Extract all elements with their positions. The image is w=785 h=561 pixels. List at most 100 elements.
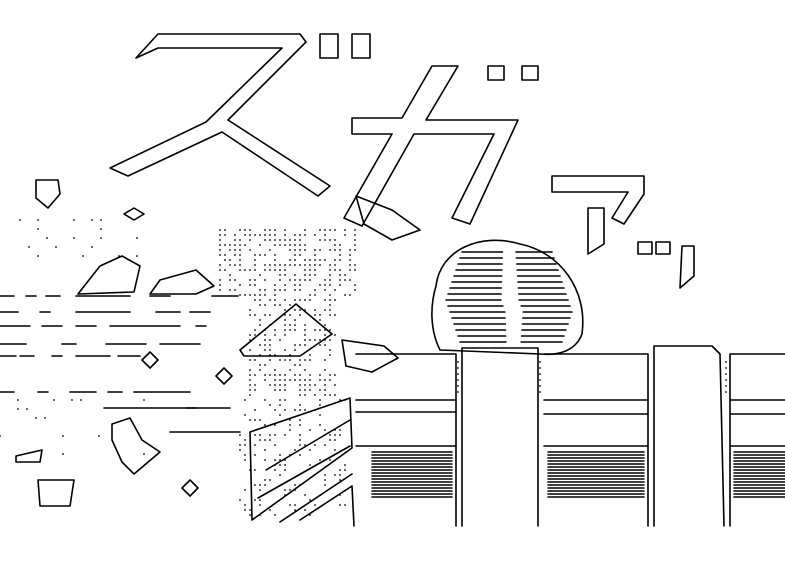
shade-dot (249, 349, 251, 351)
shade-dot (259, 234, 261, 236)
shade-dot (284, 434, 286, 436)
shade-dot (284, 284, 286, 286)
shade-dot (264, 374, 266, 376)
shade-dot (299, 234, 301, 236)
wall-edge-dot (725, 379, 727, 381)
shade-dot (264, 364, 266, 366)
shade-dot (229, 249, 231, 251)
shade-dot (224, 254, 226, 256)
shade-dot (329, 264, 331, 266)
shade-dot (294, 324, 296, 326)
shade-dot (219, 239, 221, 241)
shade-dot (324, 344, 326, 346)
wall-edge-dot (725, 385, 727, 387)
shade-dot (284, 349, 286, 351)
shade-dot (279, 264, 281, 266)
shade-dot (299, 289, 301, 291)
shade-dot (19, 219, 21, 221)
shade-dot (274, 264, 276, 266)
shade-dot (254, 334, 256, 336)
shade-dot (329, 434, 331, 436)
shade-dot (254, 329, 256, 331)
debris-shard (15, 449, 43, 463)
shade-dot (274, 334, 276, 336)
shade-dot (254, 254, 256, 256)
shade-dot (334, 384, 336, 386)
shade-dot (299, 454, 301, 456)
shade-dot (82, 255, 84, 257)
shade-dot (254, 389, 256, 391)
shade-dot (229, 289, 231, 291)
shade-dot (234, 254, 236, 256)
shade-dot (349, 259, 351, 261)
wall-hatching (371, 361, 785, 498)
shade-dot (234, 289, 236, 291)
shade-dot (274, 234, 276, 236)
shade-dot (284, 269, 286, 271)
shade-dot (339, 469, 341, 471)
shade-dot (244, 459, 246, 461)
shade-dot (339, 434, 341, 436)
shade-dot (329, 309, 331, 311)
shade-dot (269, 339, 271, 341)
shade-dot (249, 279, 251, 281)
shade-dot (274, 304, 276, 306)
sfx-su-outline (109, 33, 331, 197)
shade-dot (259, 294, 261, 296)
shade-dot (249, 509, 251, 511)
shade-dot (259, 434, 261, 436)
shade-dot (274, 424, 276, 426)
shade-dot (324, 359, 326, 361)
shade-dot (329, 394, 331, 396)
shade-dot (309, 464, 311, 466)
shade-dot (314, 294, 316, 296)
shade-dot (344, 464, 346, 466)
shade-dot (234, 264, 236, 266)
shade-dot (314, 319, 316, 321)
shade-dot (219, 254, 221, 256)
shade-dot (329, 284, 331, 286)
wall-edge-dot (539, 367, 541, 369)
shade-dot (319, 264, 321, 266)
shade-dot (319, 344, 321, 346)
shade-dot (62, 435, 64, 437)
shade-dot (239, 249, 241, 251)
shading-dots (0, 219, 356, 516)
shade-dot (319, 329, 321, 331)
shade-dot (314, 444, 316, 446)
shade-dot (269, 299, 271, 301)
shade-dot (324, 309, 326, 311)
shade-dot (324, 484, 326, 486)
shade-dot (309, 274, 311, 276)
shade-dot (314, 289, 316, 291)
shade-dot (314, 274, 316, 276)
shade-dot (264, 264, 266, 266)
shade-dot (314, 314, 316, 316)
shade-dot (314, 234, 316, 236)
wall-edge-dot (457, 367, 459, 369)
shade-dot (259, 499, 261, 501)
shade-dot (309, 269, 311, 271)
shade-dot (294, 504, 296, 506)
impact-smoke (77, 195, 421, 373)
shade-dot (28, 246, 30, 248)
shade-dot (279, 379, 281, 381)
shade-dot (304, 339, 306, 341)
shade-dot (46, 237, 48, 239)
shade-dot (17, 399, 19, 401)
shade-dot (289, 239, 291, 241)
shade-dot (309, 259, 311, 261)
shade-dot (354, 234, 356, 236)
shade-dot (294, 509, 296, 511)
shade-dot (239, 499, 241, 501)
shade-dot (274, 239, 276, 241)
wall-edge-dot (457, 361, 459, 363)
shade-dot (244, 414, 246, 416)
shade-dot (324, 379, 326, 381)
shade-dot (304, 394, 306, 396)
shade-dot (324, 259, 326, 261)
shade-dot (354, 284, 356, 286)
shade-dot (309, 279, 311, 281)
shade-dot (294, 484, 296, 486)
